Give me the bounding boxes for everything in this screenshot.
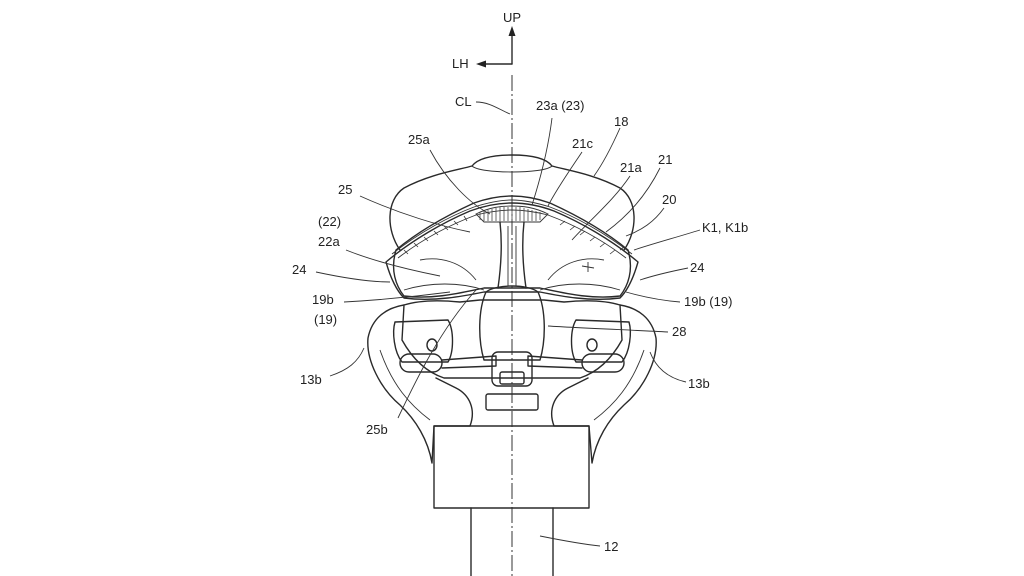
label-25: 25 bbox=[338, 182, 352, 197]
center-stem-ridge bbox=[507, 226, 517, 286]
label-22-paren: (22) bbox=[318, 214, 341, 229]
label-19b-left: 19b bbox=[312, 292, 334, 307]
center-stem-25 bbox=[497, 221, 527, 289]
direction-indicator: UP LH bbox=[452, 10, 521, 71]
label-12: 12 bbox=[604, 539, 618, 554]
left-side-lens bbox=[393, 319, 454, 363]
seat-cowl-top-edge bbox=[471, 165, 553, 173]
right-inner-curve bbox=[547, 258, 605, 281]
label-23a: 23a (23) bbox=[536, 98, 584, 113]
reflector bbox=[485, 393, 539, 411]
tail-cowl-body bbox=[401, 299, 623, 379]
label-21: 21 bbox=[658, 152, 672, 167]
up-arrow-head bbox=[508, 26, 516, 36]
label-19-left: (19) bbox=[314, 312, 337, 327]
frame-tube-12 bbox=[470, 507, 554, 576]
left-arrow-head bbox=[476, 60, 486, 68]
up-label: UP bbox=[503, 10, 521, 25]
side-cowl-right bbox=[550, 304, 657, 464]
label-24-right: 24 bbox=[690, 260, 704, 275]
label-13b-left: 13b bbox=[300, 372, 322, 387]
leader-lines bbox=[315, 101, 701, 547]
label-21c: 21c bbox=[572, 136, 593, 151]
tail-lamp-housing-inner bbox=[385, 202, 639, 300]
center-lens-23a bbox=[475, 205, 549, 223]
led-segments bbox=[403, 215, 625, 255]
right-turn-signal bbox=[527, 353, 625, 373]
label-22a: 22a bbox=[318, 234, 340, 249]
label-k1: K1, K1b bbox=[702, 220, 748, 235]
license-lamp-lens bbox=[499, 371, 525, 385]
license-bracket-28 bbox=[479, 285, 545, 361]
label-25b: 25b bbox=[366, 422, 388, 437]
label-21a: 21a bbox=[620, 160, 642, 175]
right-lens-bulb bbox=[586, 338, 598, 352]
label-24-left: 24 bbox=[292, 262, 306, 277]
right-reflector-24 bbox=[539, 283, 621, 291]
lh-label: LH bbox=[452, 56, 469, 71]
label-25a: 25a bbox=[408, 132, 430, 147]
label-13b-right: 13b bbox=[688, 376, 710, 391]
side-cowl-left bbox=[367, 304, 474, 464]
left-reflector-24 bbox=[403, 283, 485, 291]
label-20: 20 bbox=[662, 192, 676, 207]
label-cl: CL bbox=[455, 94, 472, 109]
rear-fender-box bbox=[433, 425, 590, 509]
label-28: 28 bbox=[672, 324, 686, 339]
left-turn-signal bbox=[399, 353, 497, 373]
tail-lamp-housing-outer bbox=[392, 195, 632, 298]
label-19b-right: 19b (19) bbox=[684, 294, 732, 309]
led-band-upper bbox=[391, 199, 633, 255]
license-lamp bbox=[491, 351, 533, 387]
seat-cowl-18 bbox=[389, 154, 635, 251]
label-18: 18 bbox=[614, 114, 628, 129]
left-inner-curve bbox=[419, 258, 477, 281]
right-inner-mark bbox=[581, 262, 595, 272]
